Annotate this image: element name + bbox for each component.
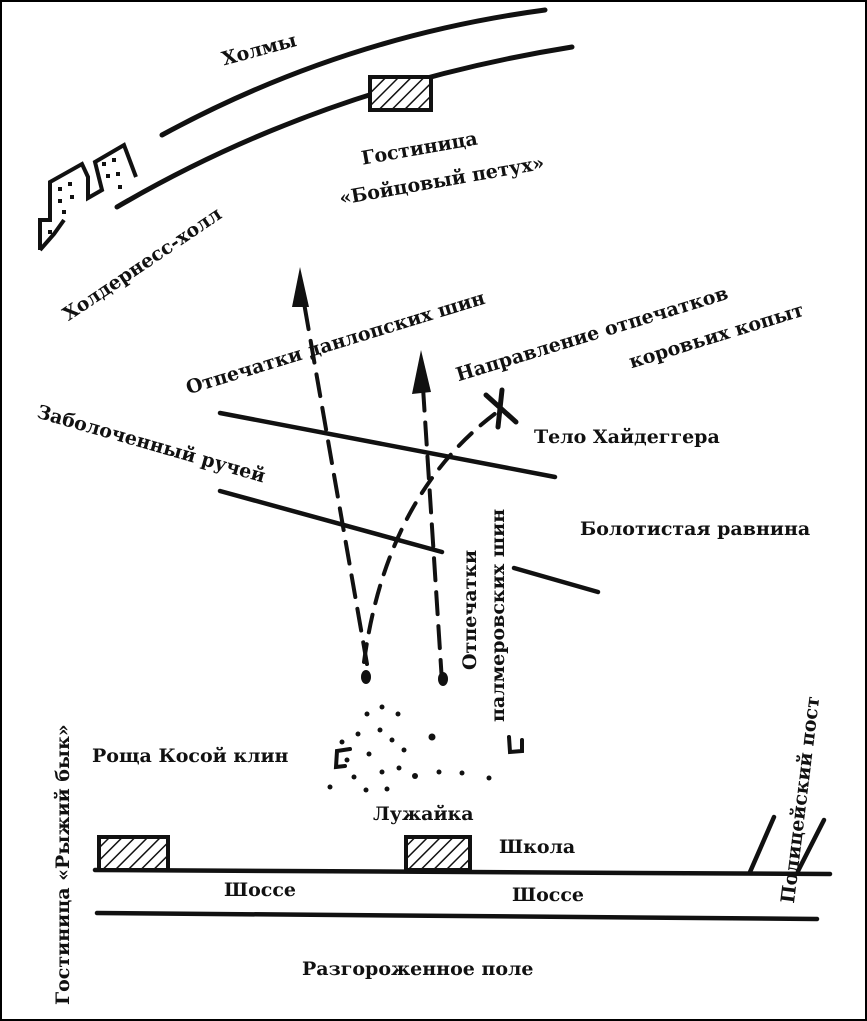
hills-ridge-line <box>159 7 548 138</box>
label-grove: Роща Косой клин <box>92 745 289 767</box>
police-post-road-right <box>795 817 827 874</box>
grove-bracket-right <box>507 735 524 755</box>
stream-south-bank <box>217 488 445 555</box>
grove-bracket-left <box>333 747 352 770</box>
dunlop-track-start-dot <box>361 670 371 684</box>
dunlop-arrowhead <box>292 267 309 307</box>
label-red-bull-inn: Гостиница «Рыжий бык» <box>52 724 74 1005</box>
palmer-arrowhead <box>412 350 431 394</box>
police-post-road-left <box>747 814 777 875</box>
label-unfenced-field: Разгороженное поле <box>302 958 534 980</box>
palmer-track-start-dot <box>438 672 448 686</box>
holdernesse-road-line <box>114 44 575 210</box>
label-school: Школа <box>499 836 576 858</box>
red-bull-inn-building <box>97 835 170 872</box>
stream-north-bank <box>217 410 558 480</box>
dunlop-track-line <box>298 278 369 666</box>
grove-dots <box>327 704 492 793</box>
palmer-track-line <box>420 370 444 684</box>
label-highway-1: Шоссе <box>224 879 296 901</box>
label-heidegger-body: Тело Хайдеггера <box>534 426 720 448</box>
label-palmer-tracks-line2: палмеровских шин <box>487 508 509 722</box>
holdernesse-hall-building <box>38 142 138 252</box>
label-palmer-tracks-line1: Отпечатки <box>459 549 481 670</box>
cow-track-line <box>362 408 502 664</box>
body-cross-line-b <box>495 387 505 430</box>
holdernesse-hall-windows <box>48 158 122 234</box>
boggy-plain-edge <box>511 565 601 595</box>
fighting-cock-inn-building <box>368 75 433 112</box>
label-boggy-plain: Болотистая равнина <box>580 518 811 540</box>
school-building <box>404 835 472 872</box>
highway-lower <box>94 910 820 922</box>
label-highway-2: Шоссе <box>512 884 584 906</box>
label-lawn: Лужайка <box>373 803 474 825</box>
